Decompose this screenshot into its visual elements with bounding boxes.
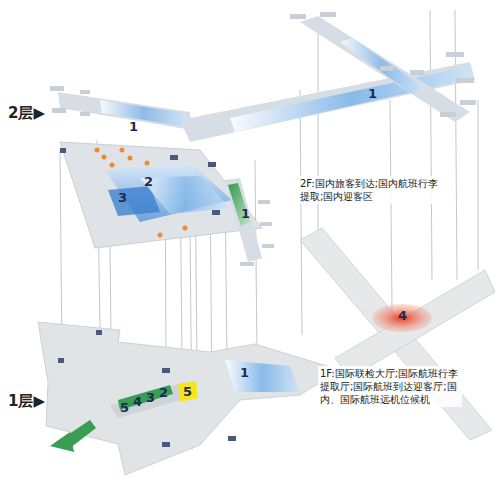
- callout-number: 1: [368, 87, 377, 101]
- floor-label: 1层▶: [8, 392, 45, 411]
- callout-number: 5: [183, 385, 192, 399]
- floor-description: 2F:国内旅客到达;国内航班行李提取;国内迎客区: [298, 176, 442, 204]
- callout-number: 1: [129, 120, 138, 134]
- floor-label: 2层▶: [8, 104, 45, 123]
- callout-number: 5: [120, 401, 129, 415]
- callout-number: 1: [241, 207, 250, 221]
- callout-number: 4: [133, 395, 142, 409]
- callout-number: 2: [144, 175, 153, 189]
- callout-number: 3: [118, 191, 127, 205]
- callout-number: 2: [159, 386, 168, 400]
- callout-number: 1: [240, 366, 249, 380]
- callout-number: 3: [146, 391, 155, 405]
- callout-number: 4: [398, 309, 407, 323]
- floor-description: 1F:国际联检大厅;国际航班行李提取厅;国际航班到达迎客厅;国内、国际航班远机位…: [318, 366, 462, 407]
